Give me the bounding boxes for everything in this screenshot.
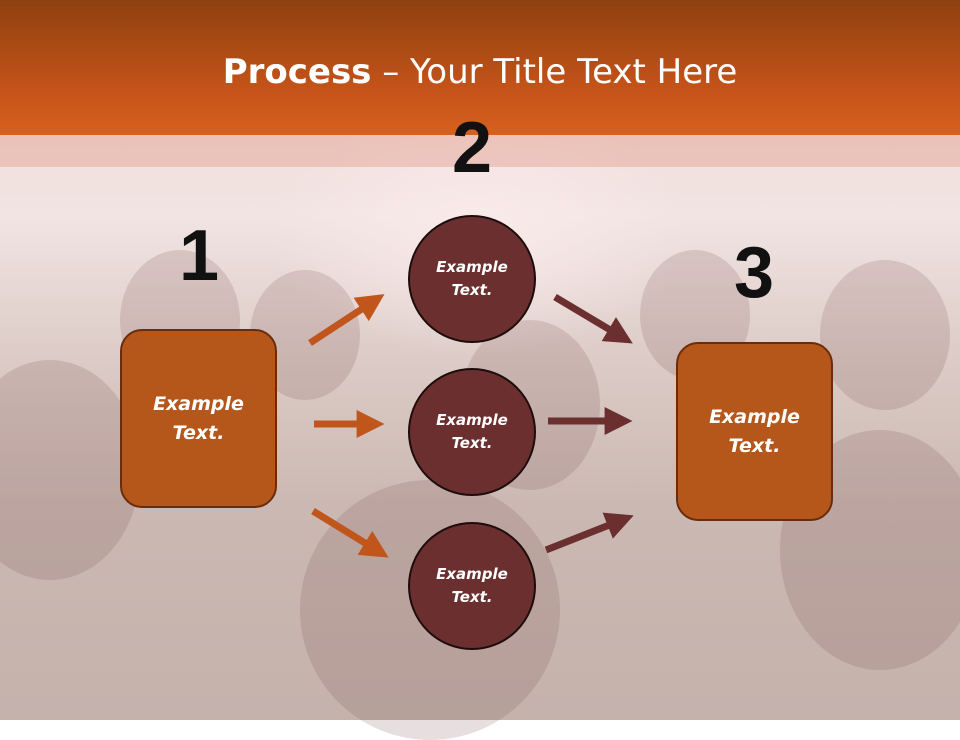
- title-rest: – Your Title Text Here: [371, 52, 738, 92]
- circle-3-label: Example Text.: [436, 565, 508, 606]
- circle-1: Example Text.: [408, 215, 536, 343]
- step-number-1: 1: [178, 216, 220, 296]
- step-number-2: 2: [451, 108, 493, 188]
- arrow-up-left: [308, 294, 385, 346]
- circle-2: Example Text.: [408, 368, 536, 496]
- arrow-down-left: [311, 508, 389, 558]
- step-number-3: 3: [733, 233, 775, 313]
- title-bold: Process: [222, 52, 372, 92]
- arrow-up-right: [544, 512, 634, 554]
- step-box-3: Example Text.: [676, 342, 833, 521]
- title-bar-band: [0, 135, 960, 167]
- arrow-down-right: [553, 293, 633, 344]
- circle-1-label: Example Text.: [436, 258, 508, 299]
- step-box-1-label: Example Text.: [153, 392, 244, 444]
- title-bar: [0, 0, 960, 135]
- step-box-1: Example Text.: [120, 329, 277, 508]
- slide-title: Process – Your Title Text Here: [0, 52, 960, 92]
- circle-2-label: Example Text.: [436, 411, 508, 452]
- arrows: [308, 293, 634, 558]
- step-box-3-label: Example Text.: [709, 405, 800, 457]
- circle-3: Example Text.: [408, 522, 536, 650]
